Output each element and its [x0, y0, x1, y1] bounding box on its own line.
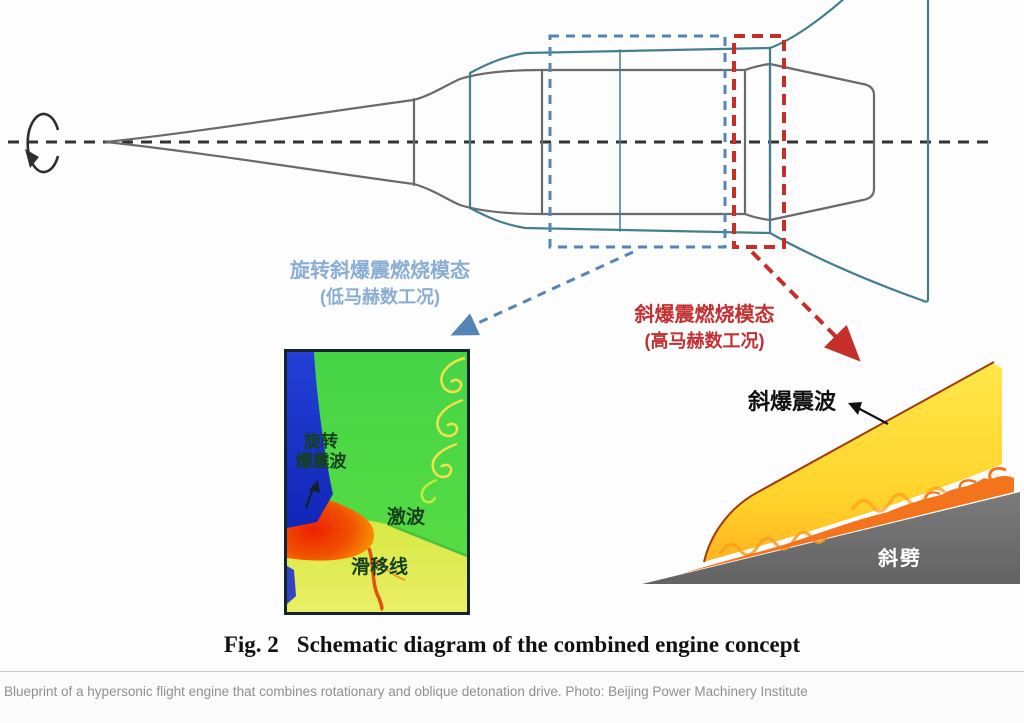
cfd-shock-line — [386, 522, 467, 558]
rotation-direction-icon — [25, 112, 60, 174]
cfd-slip-line-feature — [367, 547, 384, 612]
figure-caption: Fig. 2 Schematic diagram of the combined … — [0, 632, 1024, 658]
oblique-detonation-wave-label: 斜爆震波 — [748, 389, 837, 414]
nozzle-upper-curve — [768, 0, 845, 50]
centerbody-upper — [412, 68, 544, 102]
cfd-slip-branch — [372, 557, 406, 581]
rotating-mode-line2: (低马赫数工况) — [320, 287, 440, 307]
oblique-wave-pointer-head — [848, 402, 862, 415]
cfd-left-plot — [287, 352, 467, 612]
casing-bottom — [468, 206, 772, 235]
figure-number: Fig. 2 — [223, 632, 279, 657]
shock-wave-label: 激波 — [387, 507, 426, 528]
rotating-wave-line2: 爆震波 — [295, 451, 347, 471]
credit-strip: Blueprint of a hypersonic flight engine … — [0, 671, 1024, 723]
slip-line-label: 滑移线 — [351, 557, 409, 578]
combustor-inner-section — [540, 68, 747, 216]
wedge-body — [642, 492, 1020, 584]
dashed-arrow-blue — [450, 250, 634, 336]
cfd-right-plot — [642, 361, 1020, 584]
oblique-detonation-front — [703, 361, 995, 563]
spike-lower-contour — [104, 140, 416, 186]
oblique-mode-line1: 斜爆震燃烧模态 — [634, 304, 775, 326]
oblique-mode-label: 斜爆震燃烧模态 (高马赫数工况) — [607, 302, 802, 353]
nozzle-exit-line — [921, 0, 930, 303]
centerbody-lower — [412, 182, 544, 216]
wedge-label: 斜劈 — [878, 548, 922, 570]
rotating-mode-label: 旋转斜爆震燃烧模态 (低马赫数工况) — [265, 258, 495, 309]
engine-casing-outline — [468, 0, 930, 303]
oblique-mode-highlight-box — [732, 34, 786, 249]
rotating-mode-highlight-box — [548, 34, 727, 249]
cfd-fresh-mixture-band — [287, 352, 333, 528]
cfd-inset-rotating-detonation: 旋转 爆震波 激波 滑移线 — [284, 349, 470, 615]
engine-schematic-drawing — [8, 0, 988, 362]
spike-upper-contour — [104, 98, 416, 144]
dashed-arrow-red — [750, 250, 861, 362]
nozzle-lower-curve — [768, 231, 926, 303]
figure-title: Schematic diagram of the combined engine… — [296, 632, 801, 657]
flame-region — [704, 363, 1002, 562]
band-vortex-rolls — [924, 466, 1007, 502]
cfd-vortex-swirls — [420, 356, 466, 504]
oblique-mode-line2: (高马赫数工况) — [644, 331, 765, 351]
rotating-wave-line1: 旋转 — [304, 432, 338, 451]
cfd-inset-oblique-detonation: 斜爆震波 斜劈 — [640, 358, 1024, 586]
cfd-blue-corner-patch — [287, 566, 296, 604]
rotating-mode-line1: 旋转斜爆震燃烧模态 — [290, 260, 470, 282]
oblique-wave-pointer-line — [855, 406, 889, 425]
rotating-detonation-wave-label: 旋转 爆震波 — [289, 432, 353, 471]
casing-top — [468, 46, 772, 75]
burned-gas-band — [680, 476, 1014, 574]
plug-nozzle-body — [768, 62, 876, 222]
rotating-wave-pointer-head — [309, 480, 320, 493]
credit-text: Blueprint of a hypersonic flight engine … — [4, 684, 808, 699]
